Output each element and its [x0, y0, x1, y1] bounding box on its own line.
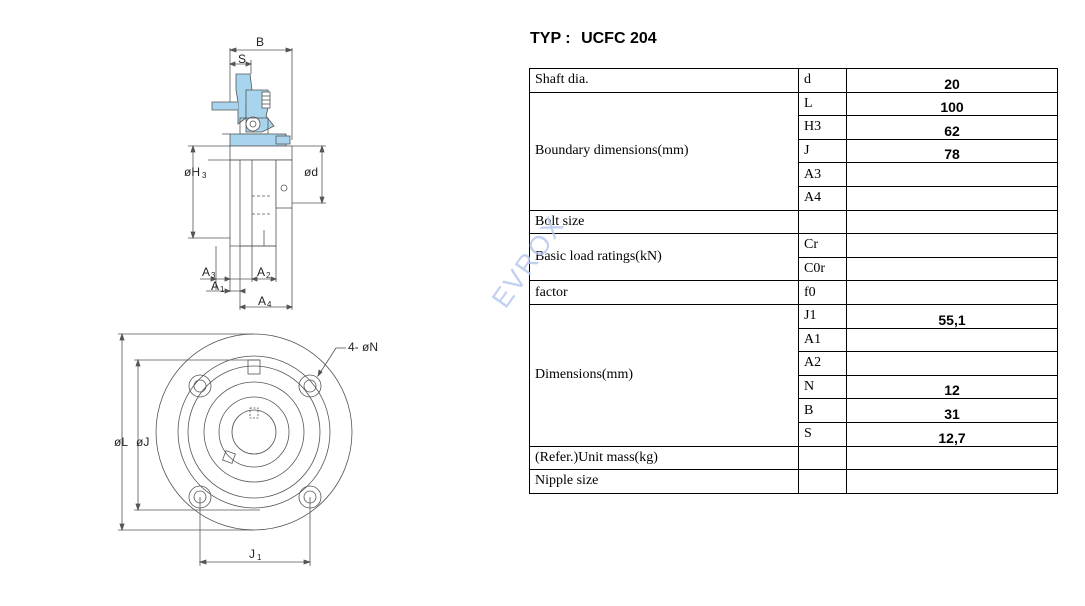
row-value	[846, 327, 1058, 353]
row-label: Dimensions(mm)	[529, 303, 799, 447]
row-label: Basic load ratings(kN)	[529, 233, 799, 282]
dim-label-j1-sub: 1	[257, 553, 262, 562]
table-row: (Refer.)Unit mass(kg)	[529, 445, 1058, 471]
row-value	[846, 256, 1058, 282]
dim-label-n: 4- øN	[348, 340, 378, 354]
dim-label-j: øJ	[136, 435, 149, 449]
row-symbol: J	[798, 138, 847, 164]
row-symbol: A2	[798, 351, 847, 376]
row-symbol	[798, 445, 847, 471]
table-row: Shaft dia. d 20	[529, 68, 1058, 93]
dim-label-a3: A	[202, 265, 210, 279]
table-row: Bolt size	[529, 209, 1058, 235]
table-row: C0r	[530, 256, 1058, 282]
row-value: 62	[846, 115, 1058, 140]
table-row: A2	[530, 351, 1058, 376]
table-row: Boundary dimensions(mm) L 100	[529, 91, 1058, 211]
row-symbol: A1	[798, 327, 847, 353]
row-symbol: B	[798, 398, 847, 423]
row-value	[846, 280, 1058, 305]
row-value: 20	[846, 68, 1058, 93]
row-symbol: C0r	[798, 256, 847, 282]
row-value: 78	[846, 138, 1058, 164]
dim-label-a1: A	[211, 279, 219, 293]
table-row: Dimensions(mm) J1 55,1	[529, 303, 1058, 447]
table-row: H3 62	[530, 115, 1058, 140]
dim-label-a2-sub: 2	[266, 271, 271, 280]
dim-label-l: øL	[114, 435, 128, 449]
row-value: 100	[846, 91, 1058, 117]
row-value	[846, 469, 1058, 494]
row-symbol: d	[798, 68, 847, 93]
table-row: N 12	[530, 374, 1058, 400]
dim-label-j1: J	[249, 547, 255, 561]
product-type-heading: TYP : UCFC 204	[530, 30, 657, 48]
row-label: (Refer.)Unit mass(kg)	[529, 445, 799, 471]
row-value	[846, 351, 1058, 376]
dim-label-a1-sub: 1	[220, 285, 225, 294]
row-symbol: J1	[798, 303, 847, 329]
dim-label-a2: A	[257, 265, 265, 279]
spec-table: Shaft dia. d 20 Boundary dimensions(mm) …	[529, 68, 1058, 494]
row-value	[846, 445, 1058, 471]
row-label: Shaft dia.	[529, 68, 799, 93]
row-value: 31	[846, 398, 1058, 423]
row-value	[846, 185, 1058, 211]
table-row: factor f0	[529, 280, 1058, 305]
row-symbol: f0	[798, 280, 847, 305]
model-name: UCFC 204	[581, 30, 657, 47]
row-value: 12	[846, 374, 1058, 400]
table-row: A4	[530, 185, 1058, 211]
dim-label-b: B	[256, 35, 264, 49]
row-symbol: Cr	[798, 233, 847, 258]
row-value: 12,7	[846, 421, 1058, 447]
table-row: Basic load ratings(kN) Cr	[529, 233, 1058, 282]
typ-label: TYP :	[530, 30, 571, 47]
row-symbol	[798, 469, 847, 494]
dim-label-a4: A	[258, 294, 266, 308]
dim-label-h3-sub: 3	[202, 171, 207, 180]
dim-label-a3-sub: 3	[211, 271, 216, 280]
dim-label-a4-sub: 4	[267, 300, 272, 309]
row-value	[846, 162, 1058, 187]
row-label: Boundary dimensions(mm)	[529, 91, 799, 211]
row-symbol	[798, 209, 847, 235]
table-row: A1	[530, 327, 1058, 353]
row-symbol: S	[798, 421, 847, 447]
row-symbol: L	[798, 91, 847, 117]
table-row: A3	[530, 162, 1058, 187]
row-value	[846, 209, 1058, 235]
row-value	[846, 233, 1058, 258]
row-symbol: A3	[798, 162, 847, 187]
row-label: Nipple size	[529, 469, 799, 494]
table-row: Nipple size	[529, 469, 1058, 494]
row-value: 55,1	[846, 303, 1058, 329]
row-symbol: H3	[798, 115, 847, 140]
table-row: J 78	[530, 138, 1058, 164]
row-symbol: A4	[798, 185, 847, 211]
row-label: factor	[529, 280, 799, 305]
dim-label-h3: øH	[184, 165, 200, 179]
dim-label-s: S	[238, 52, 246, 66]
table-row: S 12,7	[530, 421, 1058, 447]
row-symbol: N	[798, 374, 847, 400]
dim-label-d: ød	[304, 165, 318, 179]
table-row: B 31	[530, 398, 1058, 423]
